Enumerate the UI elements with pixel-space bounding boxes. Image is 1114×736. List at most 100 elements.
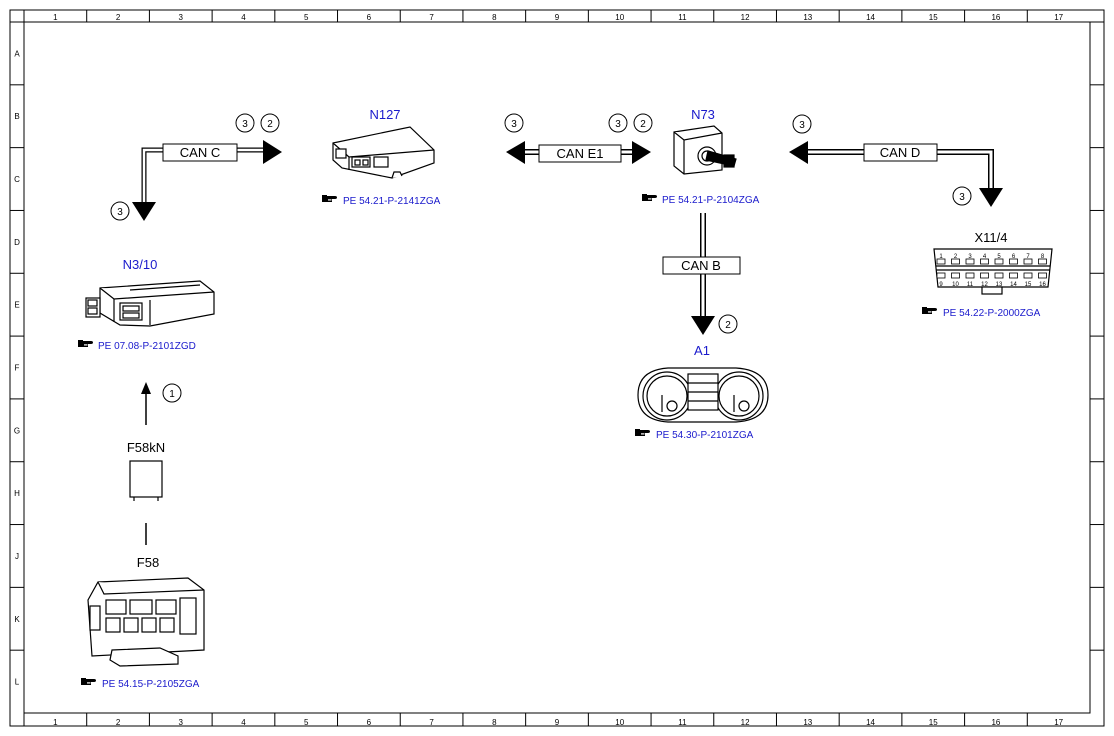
svg-text:2: 2 (267, 119, 273, 130)
obd-pin (980, 272, 989, 279)
obd-pin-number: 3 (968, 254, 972, 260)
marker-circle: 3 (608, 113, 628, 133)
obd-pin-number: 6 (1012, 254, 1016, 260)
marker-circle: 3 (792, 114, 812, 134)
grid-column-label: 6 (367, 718, 372, 727)
grid-row-label: A (14, 49, 20, 58)
svg-text:3: 3 (511, 119, 517, 130)
grid-column-label: 13 (803, 718, 812, 727)
obd-pin (1009, 272, 1018, 279)
can-c-label: CAN C (180, 145, 220, 160)
grid-column-label: 14 (866, 13, 875, 22)
arrow-left-icon (789, 141, 808, 164)
arrow-left-icon (506, 141, 525, 164)
obd-pin (980, 258, 989, 265)
obd-pin-number: 9 (939, 282, 943, 288)
obd-pin-number: 4 (983, 254, 987, 260)
diagram-frame: 1122334455667788991010111112121313141415… (9, 9, 1105, 727)
ignition-switch-icon (673, 125, 737, 175)
obd-pin (1023, 258, 1033, 265)
grid-column-label: 7 (429, 718, 434, 727)
can-d-label: CAN D (880, 145, 920, 160)
grid-column-label: 5 (304, 13, 309, 22)
svg-text:3: 3 (799, 120, 805, 131)
svg-text:2: 2 (725, 320, 731, 331)
grid-column-label: 12 (741, 13, 750, 22)
grid-row-label: C (14, 175, 20, 184)
n73-component: N73 PE 54.21-P-2104ZGA (642, 107, 760, 206)
arrow-down-icon (691, 316, 715, 335)
component-label: A1 (694, 343, 710, 358)
marker-circle: 3 (110, 201, 130, 221)
obd-pin-number: 10 (952, 282, 959, 288)
grid-column-label: 8 (492, 718, 497, 727)
pointing-hand-icon (922, 307, 937, 314)
component-label: N127 (369, 107, 400, 122)
component-ref: PE 54.15-P-2105ZGA (102, 679, 200, 690)
svg-text:3: 3 (615, 119, 621, 130)
obd-pin (994, 272, 1004, 279)
svg-text:1: 1 (169, 389, 175, 400)
marker-circle: 3 (504, 113, 524, 133)
can-d-bus: CAN D (789, 141, 1003, 207)
obd-pin-number: 13 (996, 282, 1003, 288)
grid-column-label: 4 (241, 13, 246, 22)
grid-row-label: F (15, 364, 20, 373)
component-ref: PE 54.30-P-2101ZGA (656, 430, 754, 441)
pointing-hand-icon (78, 340, 93, 347)
obd-pin (965, 272, 975, 279)
grid-row-label: G (14, 426, 20, 435)
control-module-icon (332, 126, 435, 179)
can-b-label: CAN B (681, 258, 721, 273)
grid-column-label: 16 (991, 13, 1000, 22)
arrow-up-icon (141, 382, 151, 394)
pointing-hand-icon (642, 194, 657, 201)
grid-row-label: E (14, 301, 19, 310)
obd-pin (936, 258, 946, 265)
obd-pin-number: 2 (954, 254, 958, 260)
marker-circle: 2 (260, 113, 280, 133)
obd-pin-number: 15 (1025, 282, 1032, 288)
obd-pin (1038, 272, 1047, 279)
component-ref: PE 07.08-P-2101ZGD (98, 341, 196, 352)
grid-column-label: 3 (179, 13, 184, 22)
obd-pin (1023, 272, 1033, 279)
grid-column-label: 14 (866, 718, 875, 727)
can-e1-label: CAN E1 (557, 146, 604, 161)
grid-column-label: 2 (116, 718, 121, 727)
obd-pin (965, 258, 975, 265)
ecu-icon (85, 280, 215, 327)
grid-column-label: 3 (179, 718, 184, 727)
marker-circle: 3 (952, 186, 972, 206)
n3-10-component: N3/10 PE 07.08-P-2101ZGD (78, 257, 215, 352)
grid-column-label: 10 (615, 718, 624, 727)
grid-column-label: 2 (116, 13, 121, 22)
grid-column-label: 15 (929, 13, 938, 22)
component-ref: PE 54.22-P-2000ZGA (943, 308, 1041, 319)
arrow-right-icon (632, 141, 651, 164)
grid-row-label: L (15, 678, 20, 687)
obd-pin-number: 12 (981, 282, 988, 288)
grid-column-label: 1 (53, 13, 58, 22)
grid-column-label: 9 (555, 13, 560, 22)
markers: 3 2 3 3 3 2 3 3 2 1 (110, 113, 972, 403)
pointing-hand-icon (322, 195, 337, 202)
obd-pin-number: 11 (967, 282, 974, 288)
grid-row-label: J (15, 552, 19, 561)
grid-column-label: 17 (1054, 718, 1063, 727)
pointing-hand-icon (81, 678, 96, 685)
can-b-bus: CAN B (662, 213, 741, 335)
a1-component: A1 PE 54.30-P-2101ZGA (635, 343, 769, 441)
obd-pin (951, 272, 960, 279)
n127-component: N127 PE 54.21-P-2141ZGA (322, 107, 441, 207)
instrument-cluster-icon (637, 367, 769, 423)
component-label: N3/10 (123, 257, 158, 272)
grid-column-label: 7 (429, 13, 434, 22)
obd-pin-number: 14 (1010, 282, 1017, 288)
can-e1-bus: CAN E1 (506, 141, 651, 164)
grid-column-label: 8 (492, 13, 497, 22)
obd-pin (936, 272, 946, 279)
svg-text:3: 3 (242, 119, 248, 130)
